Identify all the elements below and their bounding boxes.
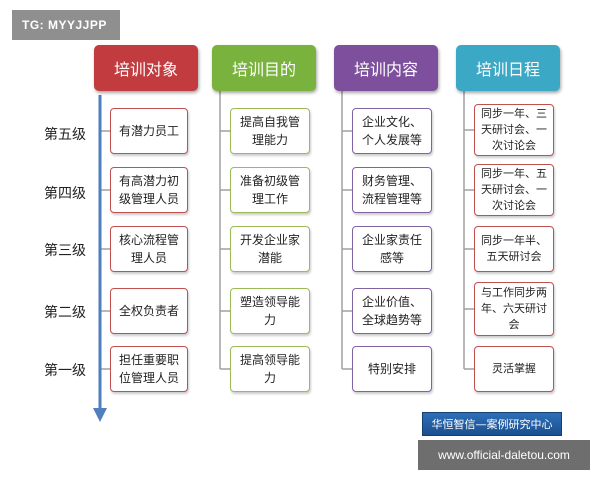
header-training-target: 培训对象	[94, 45, 198, 91]
content-box: 财务管理、流程管理等	[352, 167, 432, 213]
level-arrow-head	[93, 408, 107, 422]
target-box: 有潜力员工	[110, 108, 188, 154]
target-box: 核心流程管理人员	[110, 226, 188, 272]
level-label: 第二级	[44, 305, 86, 321]
purpose-box: 提高自我管理能力	[230, 108, 310, 154]
content-box: 企业家责任感等	[352, 226, 432, 272]
purpose-box: 塑造领导能力	[230, 288, 310, 334]
header-training-content: 培训内容	[334, 45, 438, 91]
level-label: 第一级	[44, 363, 86, 379]
schedule-box: 同步一年半、五天研讨会	[474, 226, 554, 272]
case-study-banner: 华恒智信—案例研究中心	[422, 412, 562, 436]
purpose-box: 准备初级管理工作	[230, 167, 310, 213]
schedule-box: 与工作同步两年、六天研讨会	[474, 282, 554, 336]
content-box: 企业价值、全球趋势等	[352, 288, 432, 334]
target-box: 全权负责者	[110, 288, 188, 334]
level-label: 第三级	[44, 243, 86, 259]
watermark-tag: TG: MYYJJPP	[12, 10, 120, 40]
header-training-schedule: 培训日程	[456, 45, 560, 91]
purpose-box: 提高领导能力	[230, 346, 310, 392]
header-training-purpose: 培训目的	[212, 45, 316, 91]
purpose-box: 开发企业家潜能	[230, 226, 310, 272]
schedule-box: 同步一年、三天研讨会、一次讨论会	[474, 104, 554, 156]
target-box: 担任重要职位管理人员	[110, 346, 188, 392]
content-box: 特别安排	[352, 346, 432, 392]
schedule-box: 同步一年、五天研讨会、一次讨论会	[474, 164, 554, 216]
schedule-box: 灵活掌握	[474, 346, 554, 392]
level-label: 第五级	[44, 127, 86, 143]
content-box: 企业文化、个人发展等	[352, 108, 432, 154]
target-box: 有高潜力初级管理人员	[110, 167, 188, 213]
level-label: 第四级	[44, 186, 86, 202]
website-watermark: www.official-daletou.com	[418, 440, 590, 470]
